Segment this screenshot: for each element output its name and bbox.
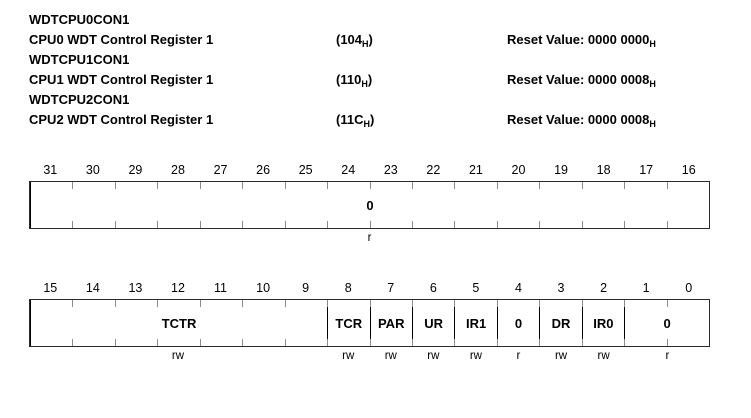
register-offset: (104H) [336, 30, 373, 51]
bit-number: 19 [554, 163, 568, 177]
field-access-mode: r [665, 350, 670, 362]
bit-number: 31 [43, 163, 58, 177]
register-reset-label: Reset Value: 0000 0008 [507, 112, 650, 127]
bit-number: 20 [511, 163, 526, 177]
bit-number: 1 [642, 281, 650, 295]
bit-number: 21 [468, 163, 483, 177]
bit-number: 11 [214, 281, 228, 295]
register-name: WDTCPU0CON1 [29, 12, 130, 27]
bit-field: IR0 [581, 300, 624, 346]
bit-number: 6 [429, 281, 437, 295]
bit-number: 9 [302, 281, 310, 295]
register-offset: (11CH) [336, 110, 374, 131]
register-offset-value: (11C [336, 112, 364, 127]
bit-number: 28 [171, 163, 185, 177]
bit-number: 23 [383, 163, 398, 177]
register-description: CPU1 WDT Control Register 1 [29, 72, 214, 87]
field-row-upper: 0 [29, 181, 710, 229]
register-header-block: WDTCPU0CON1 CPU0 WDT Control Register 1 … [29, 10, 721, 130]
bit-number: 2 [600, 281, 608, 295]
field-access-mode: rw [384, 350, 397, 362]
register-offset-paren: ) [368, 32, 373, 47]
bit-number-row-upper: 31 30 29 28 27 26 25 24 23 22 21 20 19 18 17 16 [29, 160, 710, 181]
register-offset-subscript: H [362, 39, 369, 49]
bit-field: 0 [496, 300, 539, 346]
register-description: CPU0 WDT Control Register 1 [29, 32, 214, 47]
field-access-mode: rw [469, 350, 482, 362]
register-name: WDTCPU1CON1 [29, 52, 130, 67]
field-access-mode: rw [554, 350, 568, 362]
register-name-row: WDTCPU2CON1 [29, 90, 721, 110]
bit-number: 27 [213, 163, 228, 177]
bit-field: TCR [327, 300, 369, 346]
field-access-mode: r [516, 350, 521, 362]
bit-number: 4 [514, 281, 522, 295]
field-access-mode: r [367, 232, 372, 244]
bit-number: 30 [85, 163, 100, 177]
bit-number: 3 [557, 281, 565, 295]
register-reset-subscript: H [649, 39, 656, 49]
register-reset-subscript: H [649, 79, 656, 89]
bit-number: 29 [128, 163, 143, 177]
bit-field: PAR [369, 300, 412, 346]
bit-field: TCTR [30, 300, 327, 346]
register-offset-value: (110 [336, 72, 362, 87]
register-reset-label: Reset Value: 0000 0000 [507, 32, 650, 47]
register-reset-value: Reset Value: 0000 0008H [507, 70, 656, 91]
bit-number: 26 [256, 163, 271, 177]
bit-number: 16 [681, 163, 696, 177]
bit-field: 0 [30, 182, 709, 228]
bit-number: 18 [596, 163, 611, 177]
bit-field: UR [411, 300, 454, 346]
bit-number: 8 [344, 281, 352, 295]
register-detail-row: CPU0 WDT Control Register 1 (104H) Reset… [29, 30, 721, 50]
register-offset-value: (104 [336, 32, 363, 47]
bit-field: IR1 [454, 300, 496, 346]
register-name-row: WDTCPU1CON1 [29, 50, 721, 70]
register-name-row: WDTCPU0CON1 [29, 10, 721, 30]
register-offset-paren: ) [367, 72, 373, 87]
bit-number: 15 [43, 281, 58, 295]
register-reset-value: Reset Value: 0000 0000H [507, 30, 656, 51]
bit-number: 12 [171, 281, 185, 295]
bit-number: 25 [298, 163, 313, 177]
register-offset-subscript: H [363, 119, 370, 129]
field-access-mode: rw [597, 350, 610, 362]
register-description: CPU2 WDT Control Register 1 [29, 112, 214, 127]
register-bitfield-upper: 31 30 29 28 27 26 25 24 23 22 21 20 19 18 17 16 0 r [29, 160, 710, 247]
register-detail-row: CPU2 WDT Control Register 1 (11CH) Reset… [29, 110, 721, 130]
bit-field: DR [539, 300, 581, 346]
bit-number: 24 [341, 163, 356, 177]
access-row-lower: rw rw rw rw rw r rw rw r [29, 347, 710, 365]
bit-number: 13 [128, 281, 143, 295]
register-offset-paren: ) [369, 112, 375, 127]
bit-number: 0 [685, 281, 693, 295]
register-reset-subscript: H [649, 119, 656, 129]
access-row-upper: r [29, 229, 710, 247]
bit-field: 0 [624, 300, 709, 346]
register-reset-value: Reset Value: 0000 0008H [507, 110, 656, 131]
register-offset-subscript: H [361, 79, 368, 89]
field-access-mode: rw [427, 350, 440, 362]
field-access-mode: rw [171, 350, 185, 362]
bit-number: 5 [472, 281, 480, 295]
bit-number: 22 [426, 163, 441, 177]
register-reset-label: Reset Value: 0000 0008 [507, 72, 650, 87]
register-detail-row: CPU1 WDT Control Register 1 (110H) Reset… [29, 70, 721, 90]
bit-number: 17 [639, 163, 654, 177]
bit-number: 14 [85, 281, 100, 295]
field-access-mode: rw [342, 350, 355, 362]
register-name: WDTCPU2CON1 [29, 92, 130, 107]
bit-number: 10 [256, 281, 271, 295]
register-offset: (110H) [336, 70, 372, 91]
bit-number: 7 [387, 281, 395, 295]
